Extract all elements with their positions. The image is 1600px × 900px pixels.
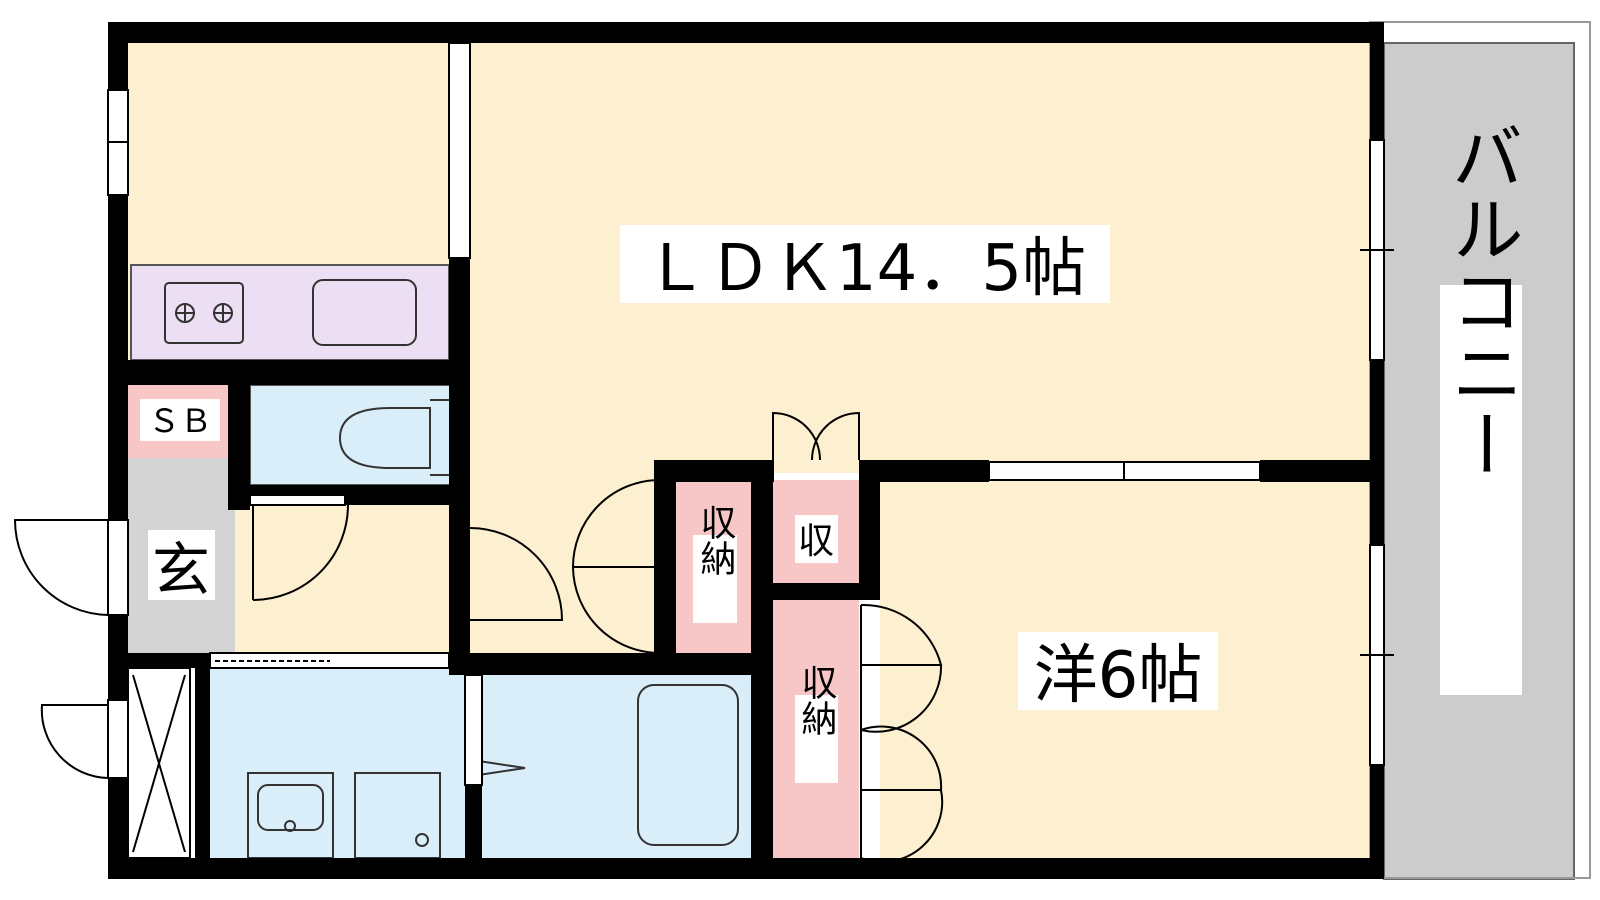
entrance-label: 玄 [152,536,210,604]
windows [107,42,1394,859]
ldk-label: ＬＤＫ14．5帖 [644,232,1086,306]
left-wall [108,22,128,879]
kitchen-sink [312,279,417,346]
top-wall [108,22,1384,43]
western-room-label: 洋6帖 [1034,639,1203,713]
balcony-label: バルコニー [1439,120,1523,480]
ldk-lower-floor [470,473,660,653]
hall-floor [235,505,460,653]
storage-b-label: 収納 [796,664,837,736]
bath-door-swing [471,759,526,777]
toilet-floor [249,384,456,486]
storage-a-label: 収納 [695,504,736,576]
shoebox-label: ＳＢ [148,402,212,440]
storage-small-label: 収 [798,521,834,562]
doors [13,411,944,863]
bathtub [637,684,739,846]
washroom-floor [210,668,465,858]
labels: ＬＤＫ14．5帖 洋6帖 バルコニー 玄 ＳＢ 収 収納 収納 [140,120,1523,783]
bottom-wall [108,858,1384,879]
bathroom-floor [482,675,752,858]
stove [164,282,244,344]
